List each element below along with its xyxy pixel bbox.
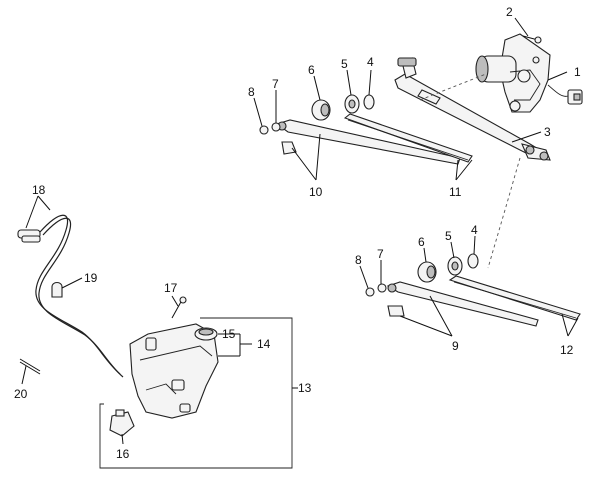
callout-7-lower: 7 <box>377 247 384 261</box>
callout-20: 20 <box>14 387 28 401</box>
lower-wiper-blade <box>448 275 581 321</box>
washer-reservoir <box>129 323 219 419</box>
callout-1: 1 <box>574 65 581 79</box>
callout-3: 3 <box>544 125 551 139</box>
callout-4-upper: 4 <box>367 55 374 69</box>
callout-7-upper: 7 <box>272 77 279 91</box>
wiper-linkage-part <box>394 57 551 269</box>
upper-wiper-arm <box>275 119 461 165</box>
lower-hardware <box>365 253 479 297</box>
callout-18: 18 <box>32 183 46 197</box>
callout-15: 15 <box>222 327 236 341</box>
callout-13: 13 <box>298 381 312 395</box>
callout-17: 17 <box>164 281 178 295</box>
washer-pump-part-16 <box>109 409 135 437</box>
callout-5-upper: 5 <box>341 57 348 71</box>
upper-wiper-blade <box>343 113 473 163</box>
bolt-part-17 <box>171 296 187 319</box>
upper-hardware <box>259 94 375 135</box>
callout-8-upper: 8 <box>248 85 255 99</box>
leader-lines <box>21 17 579 445</box>
callout-10: 10 <box>309 185 323 199</box>
callout-6-lower: 6 <box>418 235 425 249</box>
callout-16: 16 <box>116 447 130 461</box>
callout-19: 19 <box>84 271 98 285</box>
washer-hose <box>17 214 124 378</box>
bolt-part-2 <box>522 35 542 44</box>
callout-12: 12 <box>560 343 574 357</box>
callout-6-upper: 6 <box>308 63 315 77</box>
wiper-motor-part <box>475 33 583 113</box>
callout-8-lower: 8 <box>355 253 362 267</box>
lower-wiper-arm <box>386 281 539 327</box>
callout-4-lower: 4 <box>471 223 478 237</box>
callout-11: 11 <box>449 185 462 199</box>
callout-5-lower: 5 <box>445 229 452 243</box>
callout-2: 2 <box>506 5 513 19</box>
callout-9: 9 <box>452 339 459 353</box>
callout-14: 14 <box>257 337 271 351</box>
